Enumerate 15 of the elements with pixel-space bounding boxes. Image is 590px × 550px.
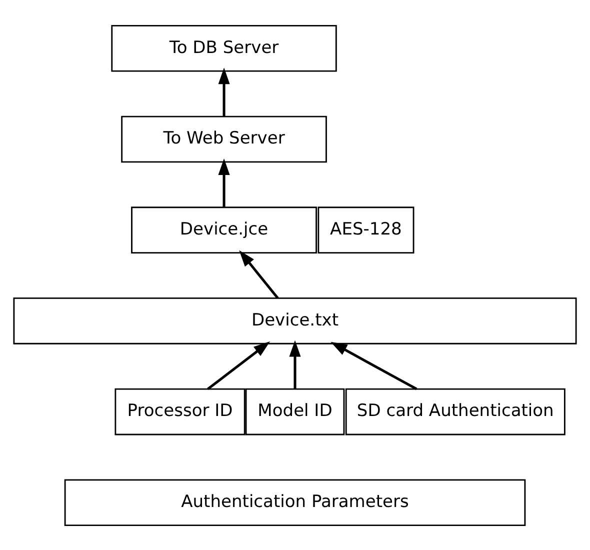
arrow [218,67,230,116]
node-box: To Web Server [121,115,327,162]
node-box: AES-128 [318,206,414,253]
node-box: Model ID [245,388,345,435]
node-box: Device.txt [13,297,577,344]
arrow [330,341,418,390]
node-box: SD card Authentication [345,388,566,435]
node-box: To DB Server [111,24,337,72]
arrow [239,250,279,298]
arrow [289,340,301,389]
node-box: Device.jce [131,206,317,253]
node-box: Processor ID [114,388,246,435]
arrow [207,340,270,390]
node-box: Authentication Parameters [64,478,526,526]
arrow [218,158,230,207]
